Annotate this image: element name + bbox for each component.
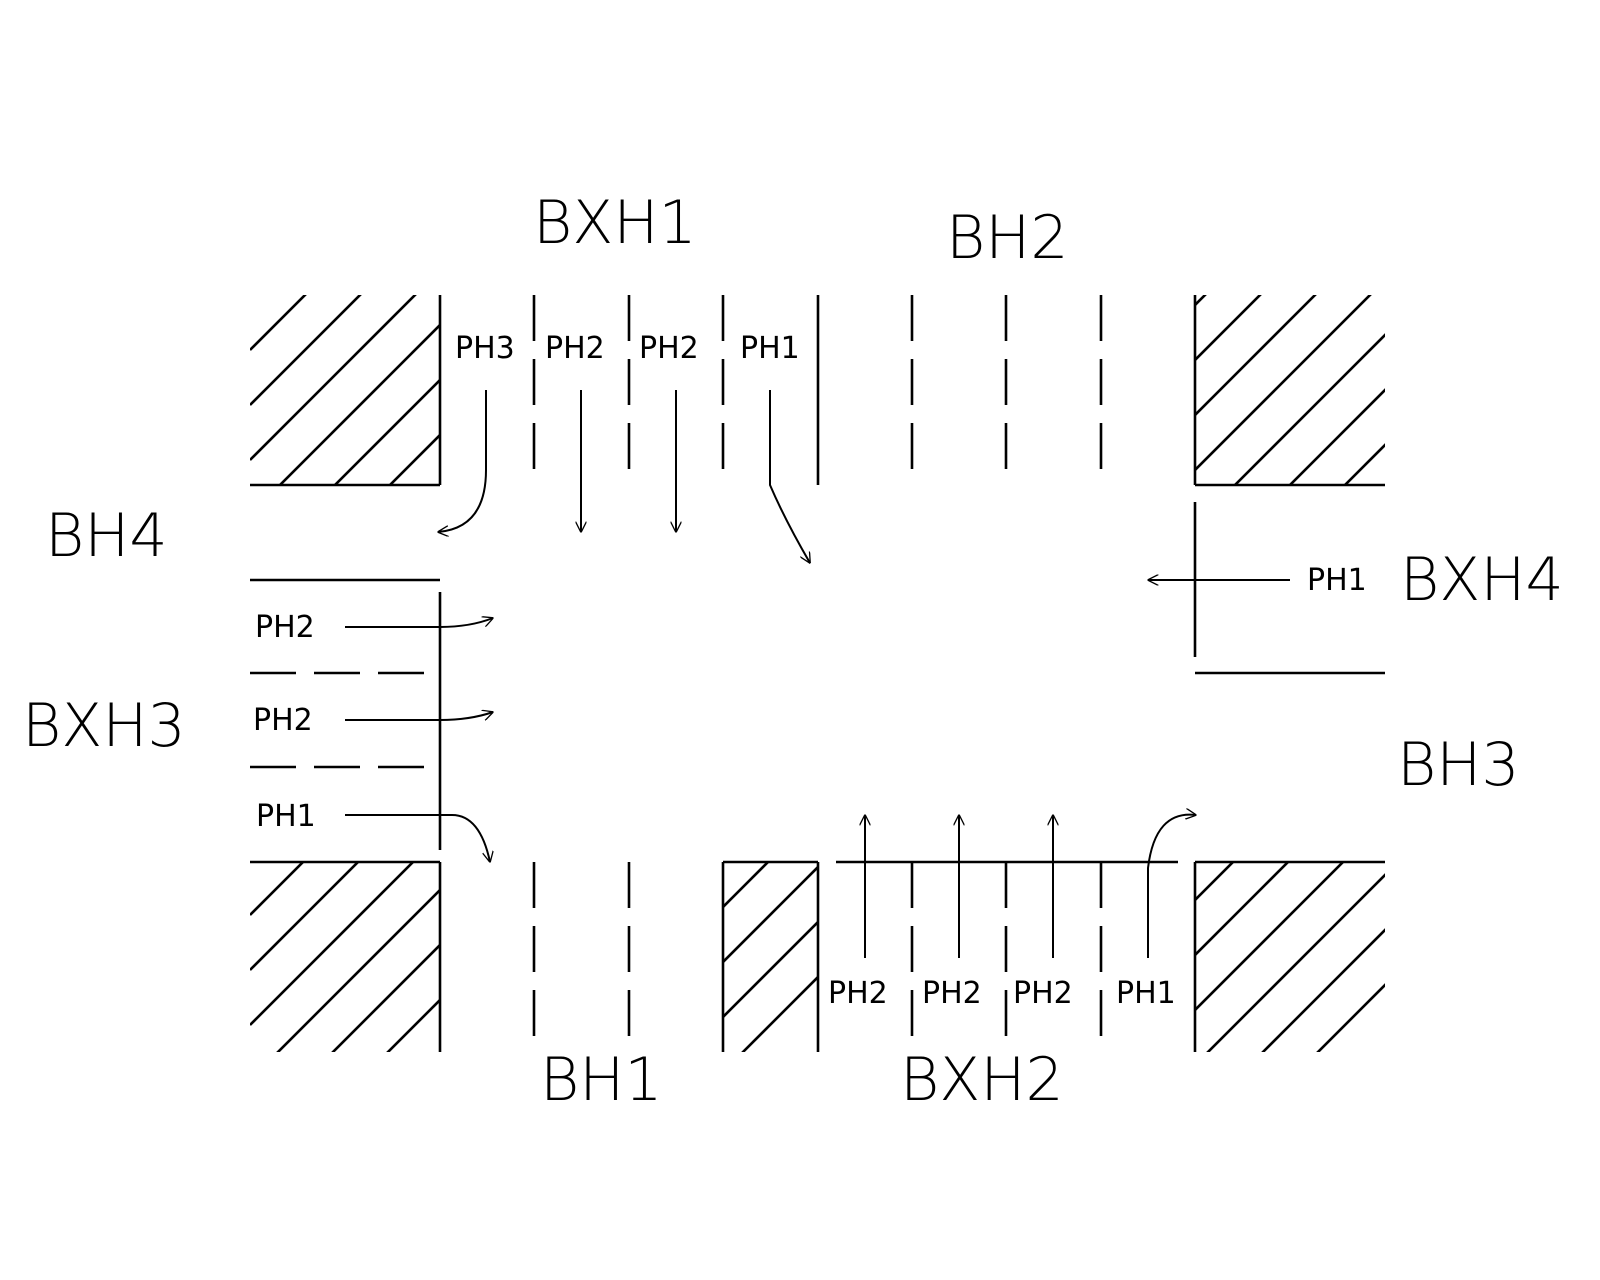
phase-label: PH2: [639, 331, 699, 366]
arrow-south-right-turn: [1147, 815, 1196, 958]
movement-arrows: [345, 390, 1290, 958]
hatched-block-top-left: [250, 295, 440, 485]
phase-label: PH2: [1013, 976, 1073, 1011]
phase-label: PH2: [828, 976, 888, 1011]
arrow-west-straight-1: [345, 618, 493, 628]
phase-labels-west: PH2 PH2 PH1: [253, 610, 316, 834]
hatched-block-bottom-right: [1195, 862, 1385, 1052]
arrow-north-left-turn: [769, 390, 810, 563]
arrow-west-right-turn: [345, 814, 490, 862]
hatched-block-top-right: [1195, 295, 1385, 485]
lane-dividers: [250, 295, 1103, 1052]
road-label-bxh2: BXH2: [900, 1045, 1064, 1115]
phase-label: PH1: [1307, 563, 1367, 598]
hatched-block-bottom-middle: [723, 862, 818, 1052]
road-label-bxh4: BXH4: [1400, 545, 1564, 615]
road-label-bh3: BH3: [1397, 730, 1520, 800]
road-label-bxh1: BXH1: [533, 188, 697, 258]
phase-label: PH1: [256, 799, 316, 834]
phase-label: PH1: [740, 331, 800, 366]
phase-labels-north: PH3 PH2 PH2 PH1: [455, 331, 800, 366]
road-label-bxh3: BXH3: [22, 691, 186, 761]
phase-labels-east: PH1: [1307, 563, 1367, 598]
phase-labels-south: PH2 PH2 PH2 PH1: [828, 976, 1176, 1011]
phase-label: PH2: [253, 703, 313, 738]
phase-label: PH1: [1116, 976, 1176, 1011]
road-label-bh1: BH1: [540, 1045, 663, 1115]
road-label-bh2: BH2: [946, 203, 1069, 273]
road-label-bh4: BH4: [45, 501, 168, 571]
arrow-north-right-turn: [438, 390, 487, 532]
phase-label: PH2: [255, 610, 315, 645]
phase-label: PH2: [545, 331, 605, 366]
phase-label: PH3: [455, 331, 515, 366]
phase-label: PH2: [922, 976, 982, 1011]
arrow-west-straight-2: [345, 712, 493, 721]
hatched-block-bottom-left: [250, 862, 440, 1052]
